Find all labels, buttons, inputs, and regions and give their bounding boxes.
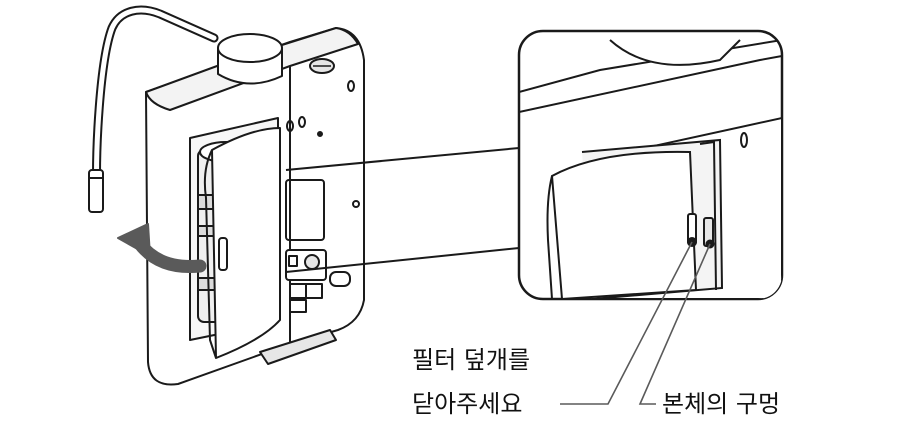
button-panel xyxy=(285,249,351,313)
side-holes xyxy=(285,80,360,241)
leader-lines xyxy=(560,241,711,405)
filter-cover-open xyxy=(203,127,281,359)
rotate-arrow-icon xyxy=(117,223,207,274)
body-hole-label: 본체의 구멍 xyxy=(662,390,780,418)
close-cover-label-line1: 필터 덮개를 xyxy=(412,346,530,374)
top-screw xyxy=(309,58,335,74)
close-cover-label-line2: 닫아주세요 xyxy=(412,390,522,418)
base-tray xyxy=(259,329,337,365)
zoom-callout-wedge xyxy=(285,147,520,273)
labels: 필터 덮개를 닫아주세요 본체의 구멍 xyxy=(412,346,780,418)
zoom-detail-panel xyxy=(517,29,784,301)
top-knob xyxy=(217,33,283,85)
water-purifier-unit xyxy=(88,5,365,386)
hose xyxy=(88,5,219,213)
